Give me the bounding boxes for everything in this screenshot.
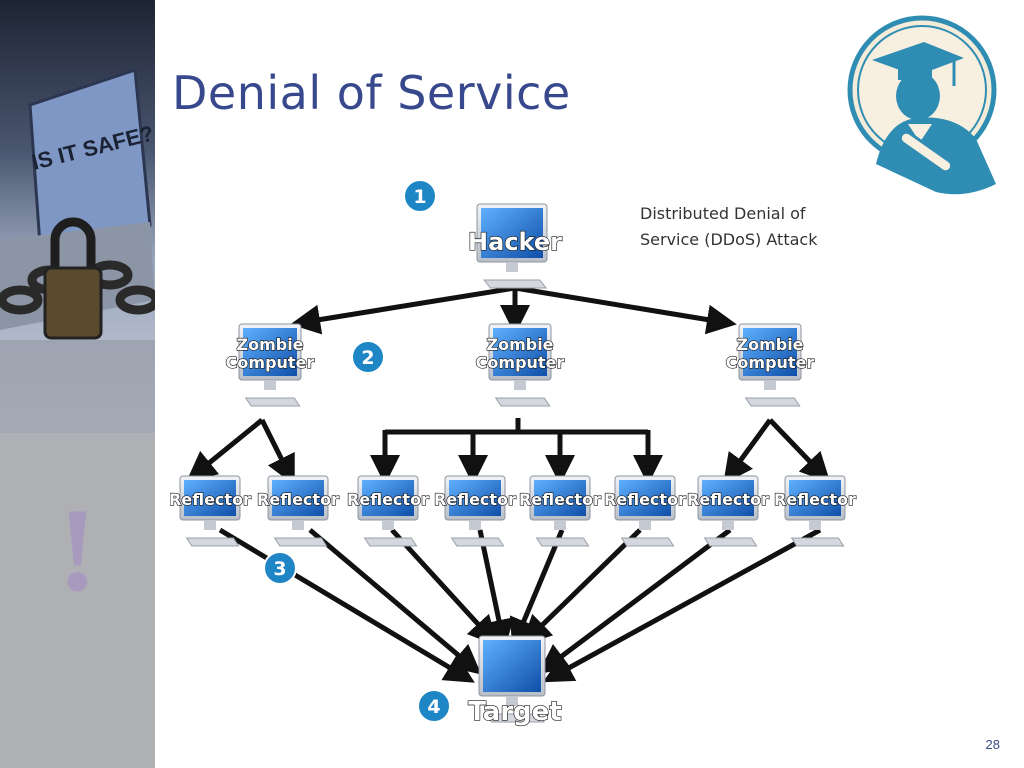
laptop-lock-illustration: IS IT SAFE? [0,67,155,433]
keyboard [703,537,758,547]
reflector-computer-8 [784,475,846,547]
reflector-computer-4 [444,475,506,547]
zombie-label-line2-1: Computer [226,353,315,372]
arrow-reflector1-target [218,527,475,683]
monitor-screen [534,480,586,516]
hacker-label: Hacker [468,228,562,256]
reflector-computer-6 [614,475,676,547]
keyboard [484,713,545,723]
arrow-reflector3-target [390,528,499,647]
reflector-label-8: Reflector [774,490,856,509]
zombie-label-line1-3: Zombie [736,335,803,354]
target-computer [478,635,546,723]
monitor-screen [619,480,671,516]
arrow-reflector6-target [521,528,642,646]
reflector-label-3: Reflector [347,490,429,509]
step-badge-3: 3 [263,551,297,585]
padlock-icon [43,266,103,340]
keyboard [535,537,590,547]
monitor-screen [449,480,501,516]
monitor-screen [483,640,541,692]
reflector-label-6: Reflector [604,490,686,509]
reflector-computer-5 [529,475,591,547]
monitor-screen [184,480,236,516]
graduate-icon [847,15,997,195]
keyboard [483,279,548,289]
slide-title: Denial of Service [172,66,571,120]
reflector-label-5: Reflector [519,490,601,509]
step-badge-2: 2 [351,340,385,374]
keyboard [494,397,551,407]
caption-line-1: Distributed Denial of [640,204,806,223]
zombie-computer-3 [738,323,802,407]
keyboard [273,537,328,547]
reflector-label-2: Reflector [257,490,339,509]
zombie-computer-2 [488,323,552,407]
arrow-hacker-zombie-right [514,285,737,335]
keyboard [744,397,801,407]
keyboard [185,537,240,547]
page-number: 28 [985,737,1000,752]
arrow-reflector8-target [542,527,822,683]
step-number-1: 1 [413,186,426,208]
exclamation-mark: ! [57,483,98,616]
arrow-zombie1-reflector2 [259,418,295,486]
monitor-screen [493,328,547,376]
step-number-2: 2 [361,347,374,369]
step-number-3: 3 [273,558,286,580]
caption-line-2: Service (DDoS) Attack [640,230,818,249]
monitor-screen [362,480,414,516]
keyboard [363,537,418,547]
reflector-computer-1 [179,475,241,547]
keyboard [450,537,505,547]
arrow-reflector7-target [538,528,732,674]
target-label: Target [468,697,561,727]
arrow-zombie3-reflector7 [723,418,773,485]
step-badge-1: 1 [403,179,437,213]
keyboard [620,537,675,547]
arrow-hacker-zombie-left [290,285,516,335]
arrow-zombie1-reflector1 [186,418,264,482]
reflector-computer-3 [357,475,419,547]
reflector-computer-2 [267,475,329,547]
step-number-4: 4 [427,696,440,718]
reflector-label-1: Reflector [170,490,251,509]
graduate-logo [846,14,1004,202]
padlock-shackle [50,217,96,270]
keyboard [244,397,301,407]
zombie-label-line1-1: Zombie [236,335,303,354]
keyboard [790,537,845,547]
reflector-label-4: Reflector [434,490,516,509]
reflector-label-7: Reflector [687,490,769,509]
arrow-zombie3-reflector8 [768,418,831,483]
monitor-screen [272,480,324,516]
zombie-label-line2-3: Computer [726,353,815,372]
monitor-screen [243,328,297,376]
arrow-reflector2-target [308,528,482,675]
step-badge-4: 4 [417,689,451,723]
desk-surface [0,340,155,433]
zombie-computer-1 [238,323,302,407]
hacker-computer [476,203,548,289]
diagram-nodes: HackerZombieComputerZombieComputerZombie… [170,203,857,728]
monitor-screen [789,480,841,516]
zombie-label-line1-2: Zombie [486,335,553,354]
zombie-label-line2-2: Computer [476,353,565,372]
arrow-reflector4-target [477,529,514,650]
left-banner-photo: IS IT SAFE? [0,0,155,433]
reflector-computer-7 [697,475,759,547]
monitor-screen [702,480,754,516]
attack-arrows [186,285,831,683]
left-banner-gray [0,433,155,768]
monitor-screen [481,208,543,258]
ddos-caption: Distributed Denial of Service (DDoS) Att… [640,201,860,253]
monitor-screen [743,328,797,376]
ddos-diagram: HackerZombieComputerZombieComputerZombie… [170,179,857,728]
